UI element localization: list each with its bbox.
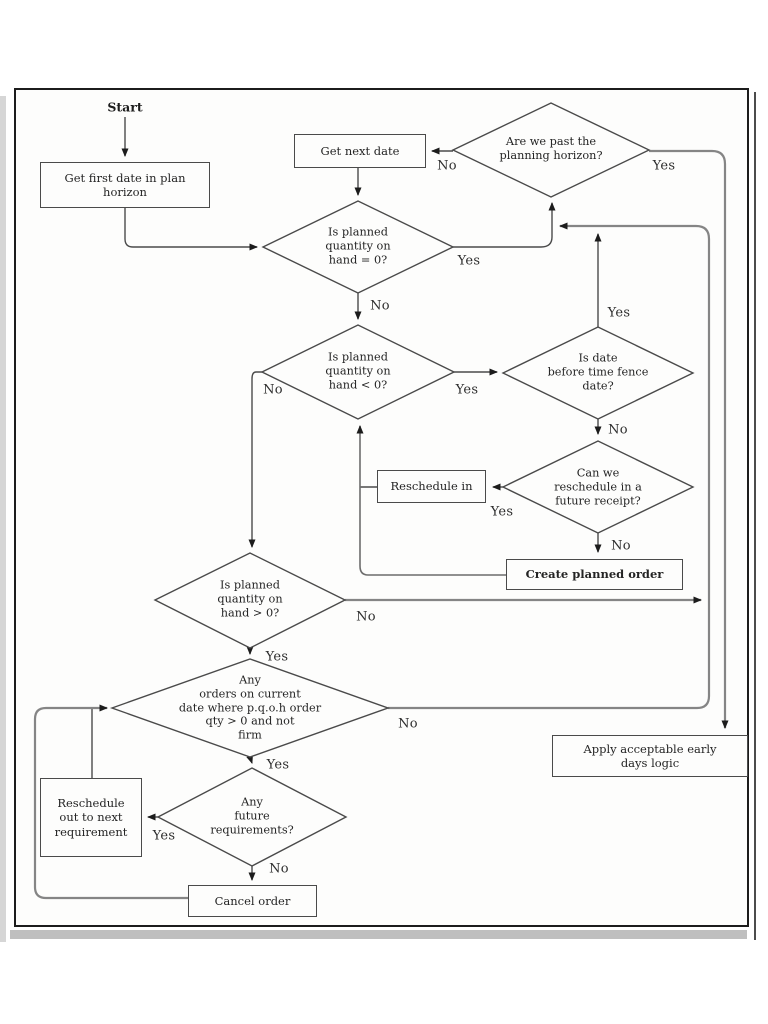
edge-label-fence-yes: Yes — [607, 305, 631, 321]
decision-label-can-reschedule-future: Can we reschedule in a future receipt? — [554, 466, 642, 507]
decision-pqoh-eq-0 — [261, 200, 455, 294]
edge-label-orders-no: No — [398, 716, 418, 732]
decision-label-before-time-fence: Is date before time fence date? — [547, 351, 649, 392]
process-get-next-date: Get next date — [294, 134, 426, 168]
decision-label-past-planning-horizon: Are we past the planning horizon? — [499, 135, 603, 162]
edge-orders-yes-to-future — [246, 754, 253, 764]
edge-label-gt0-no: No — [356, 609, 376, 625]
process-create-planned-order: Create planned order — [506, 559, 683, 590]
process-reschedule-out: Reschedule out to next requirement — [40, 778, 142, 857]
edge-label-lt0-yes: Yes — [455, 382, 479, 398]
edge-label-future-no: No — [269, 861, 289, 877]
edge-horizon-yes-to-apply-early — [649, 149, 729, 729]
decision-pqoh-gt-0 — [153, 552, 347, 649]
page-left-edge-shading — [0, 96, 6, 942]
page-bottom-shadow — [10, 930, 747, 939]
decision-before-time-fence — [501, 326, 695, 420]
process-apply-early-days-logic: Apply acceptable early days logic — [552, 735, 748, 777]
decision-label-pqoh-lt-0: Is planned quantity on hand < 0? — [325, 350, 391, 391]
edge-label-horizon-no: No — [437, 158, 457, 174]
edge-eq0-yes-to-horizon — [453, 202, 556, 248]
process-get-first-date: Get first date in plan horizon — [40, 162, 210, 208]
start-label: Start — [107, 99, 143, 115]
decision-label-any-future-requirements: Any future requirements? — [210, 795, 294, 836]
decision-pqoh-lt-0 — [260, 324, 456, 420]
edge-label-lt0-no: No — [263, 382, 283, 398]
edge-cancel-loop-to-orders — [33, 704, 188, 900]
edge-label-horizon-yes: Yes — [652, 158, 676, 174]
edge-get-first-date-to-eq0 — [124, 208, 258, 251]
edge-lt0-no-to-gt0 — [248, 371, 262, 548]
edge-label-future-yes: Yes — [152, 828, 176, 844]
edge-label-eq0-no: No — [370, 298, 390, 314]
edge-label-orders-yes: Yes — [266, 757, 290, 773]
decision-can-reschedule-future — [501, 440, 695, 534]
edge-orders-no-loop-up-to-horizon — [388, 222, 711, 710]
decision-label-pqoh-gt-0: Is planned quantity on hand > 0? — [217, 578, 283, 619]
page-right-edge-line — [754, 92, 756, 940]
edge-label-can-no: No — [611, 538, 631, 554]
edge-label-fence-no: No — [608, 422, 628, 438]
decision-label-any-orders-current-date: Any orders on current date where p.q.o.h… — [178, 673, 322, 742]
decision-any-future-requirements — [156, 767, 348, 867]
decision-label-pqoh-eq-0: Is planned quantity on hand = 0? — [325, 225, 391, 266]
edge-label-gt0-yes: Yes — [265, 649, 289, 665]
decision-any-orders-current-date — [109, 658, 391, 758]
process-cancel-order: Cancel order — [188, 885, 317, 917]
decision-past-planning-horizon — [451, 102, 651, 198]
edge-create-order-loop-to-lt0 — [356, 425, 506, 576]
edge-label-eq0-yes: Yes — [457, 253, 481, 269]
edge-label-can-yes: Yes — [490, 504, 514, 520]
process-reschedule-in: Reschedule in — [377, 470, 486, 503]
